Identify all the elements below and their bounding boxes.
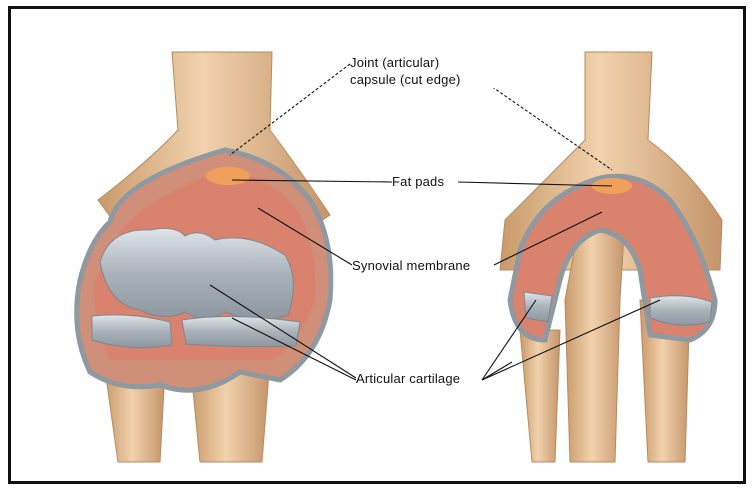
label-articular-cartilage: Articular cartilage (356, 371, 460, 386)
label-joint-capsule-line2: capsule (cut edge) (350, 71, 500, 88)
label-fat-pads: Fat pads (392, 174, 444, 189)
articular-cartilage-radius-left (92, 315, 172, 348)
posterior-view (500, 52, 722, 462)
label-synovial-membrane: Synovial membrane (352, 258, 470, 273)
articular-cartilage-right-b (524, 292, 552, 322)
forearm-left-bone-right (520, 330, 560, 462)
label-joint-capsule-line1: Joint (articular) (350, 54, 500, 71)
anterior-view (77, 52, 331, 462)
fat-pad-left (206, 167, 250, 185)
label-joint-capsule: Joint (articular) capsule (cut edge) (350, 54, 500, 88)
leader-cartilage-right-b (482, 362, 512, 380)
